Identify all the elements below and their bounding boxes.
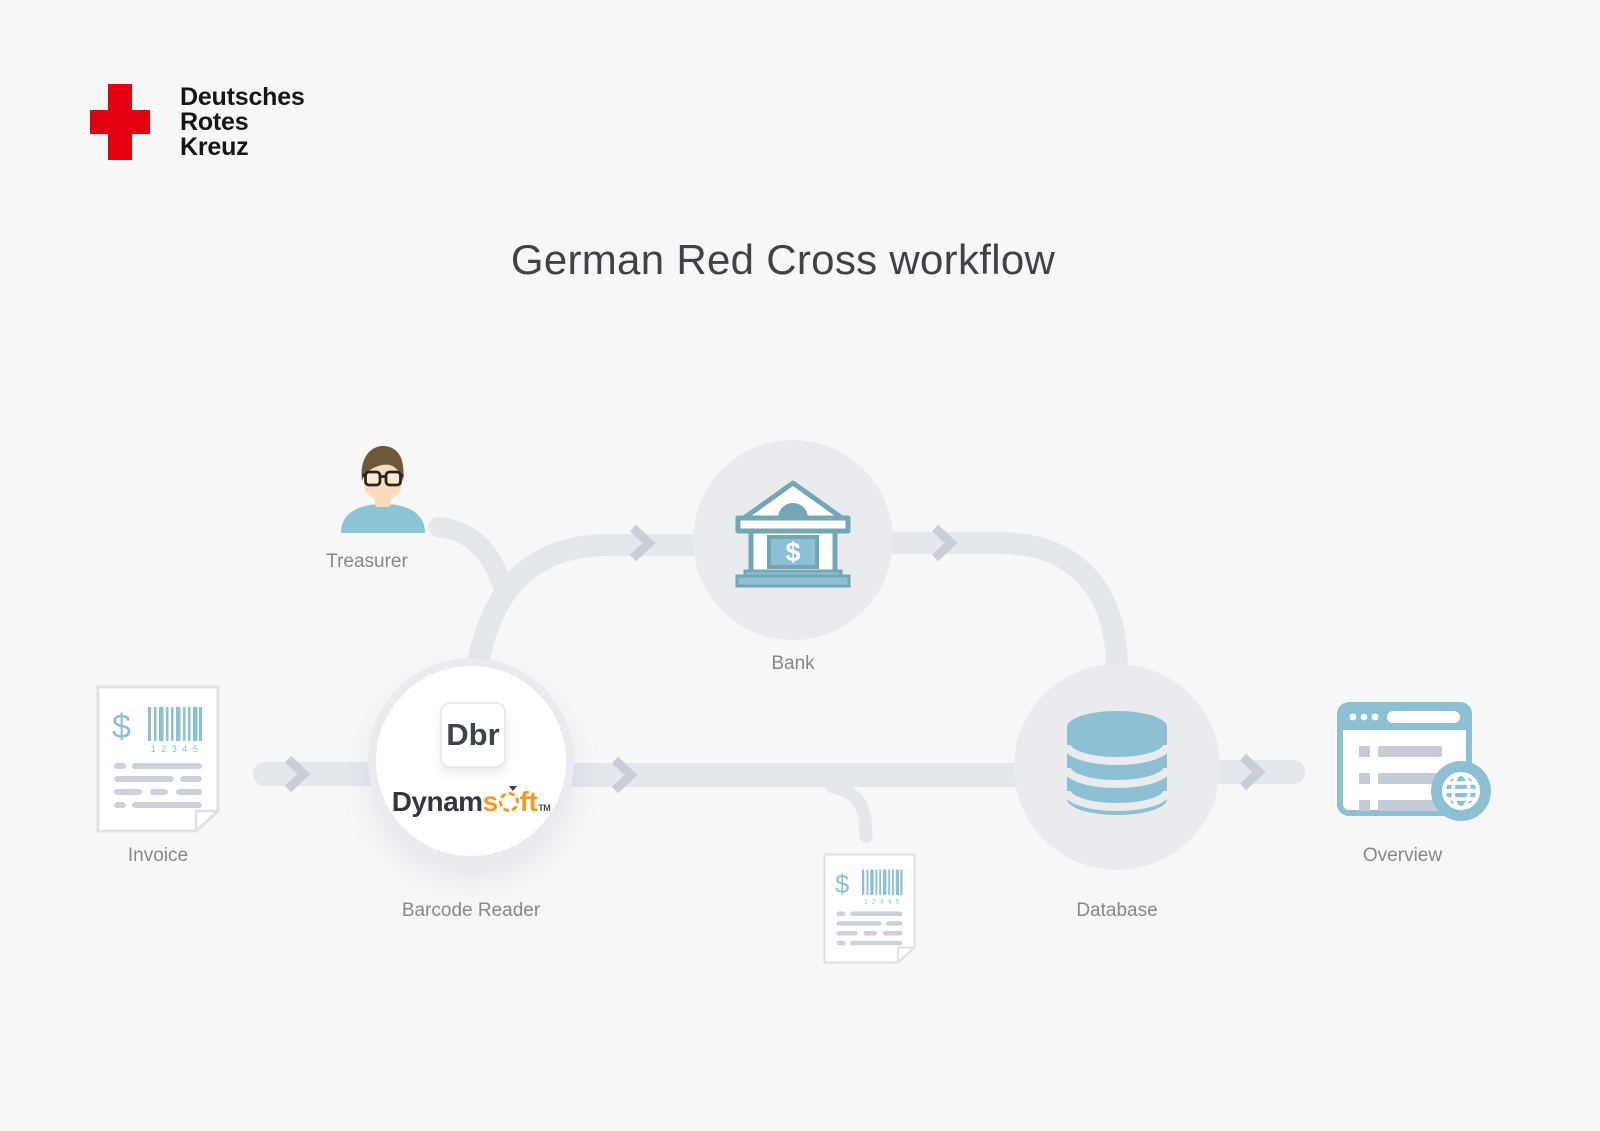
overview-browser-icon — [1337, 702, 1491, 821]
invoice-copy-icon — [823, 853, 916, 964]
treasurer-label: Treasurer — [326, 551, 408, 572]
list-rows — [1359, 746, 1442, 811]
database-icon — [1065, 711, 1169, 815]
database-node — [1014, 664, 1220, 870]
brand-dark-part: Dynam — [391, 786, 483, 817]
page-title: German Red Cross workflow — [510, 236, 1056, 283]
drk-logo-text: Deutsches Rotes Kreuz — [180, 85, 440, 160]
logo-line-3: Kreuz — [180, 133, 249, 161]
red-cross-icon — [90, 84, 150, 160]
chevron-right-icon — [284, 755, 311, 793]
database-label: Database — [1076, 900, 1158, 921]
invoice-label: Invoice — [127, 845, 189, 866]
caret-icon — [508, 786, 517, 791]
treasurer-avatar-icon — [341, 446, 425, 533]
brand-orange-part: ft — [519, 786, 538, 817]
chevron-right-icon — [931, 524, 958, 562]
invoice-icon — [96, 685, 220, 833]
globe-icon — [1431, 761, 1491, 821]
dbr-chip-label: Dbr — [446, 717, 500, 752]
glasses-icon — [361, 470, 405, 487]
chevron-right-icon — [629, 524, 656, 562]
chevron-right-icon — [611, 756, 638, 794]
brand-orange-s: s — [482, 786, 499, 817]
pipe-bank-to-database — [880, 532, 1128, 669]
chevron-right-icon — [1239, 753, 1266, 791]
bank-label: Bank — [771, 653, 815, 674]
trademark-mark: TM — [538, 803, 551, 813]
dbr-chip: Dbr — [440, 702, 506, 768]
overview-label: Overview — [1362, 845, 1443, 866]
svg-text:$: $ — [785, 537, 800, 567]
logo-line-1: Deutsches — [180, 83, 305, 111]
pipe-to-invoice-copy — [826, 780, 873, 843]
arrow-chevrons — [284, 524, 1266, 794]
pipe-treasurer-join — [428, 517, 515, 601]
logo-line-2: Rotes — [180, 108, 249, 136]
bank-node: $ — [693, 440, 893, 640]
bank-icon: $ — [735, 480, 851, 588]
dashed-o-icon — [498, 786, 519, 812]
barcode-reader-label: Barcode Reader — [401, 900, 541, 921]
